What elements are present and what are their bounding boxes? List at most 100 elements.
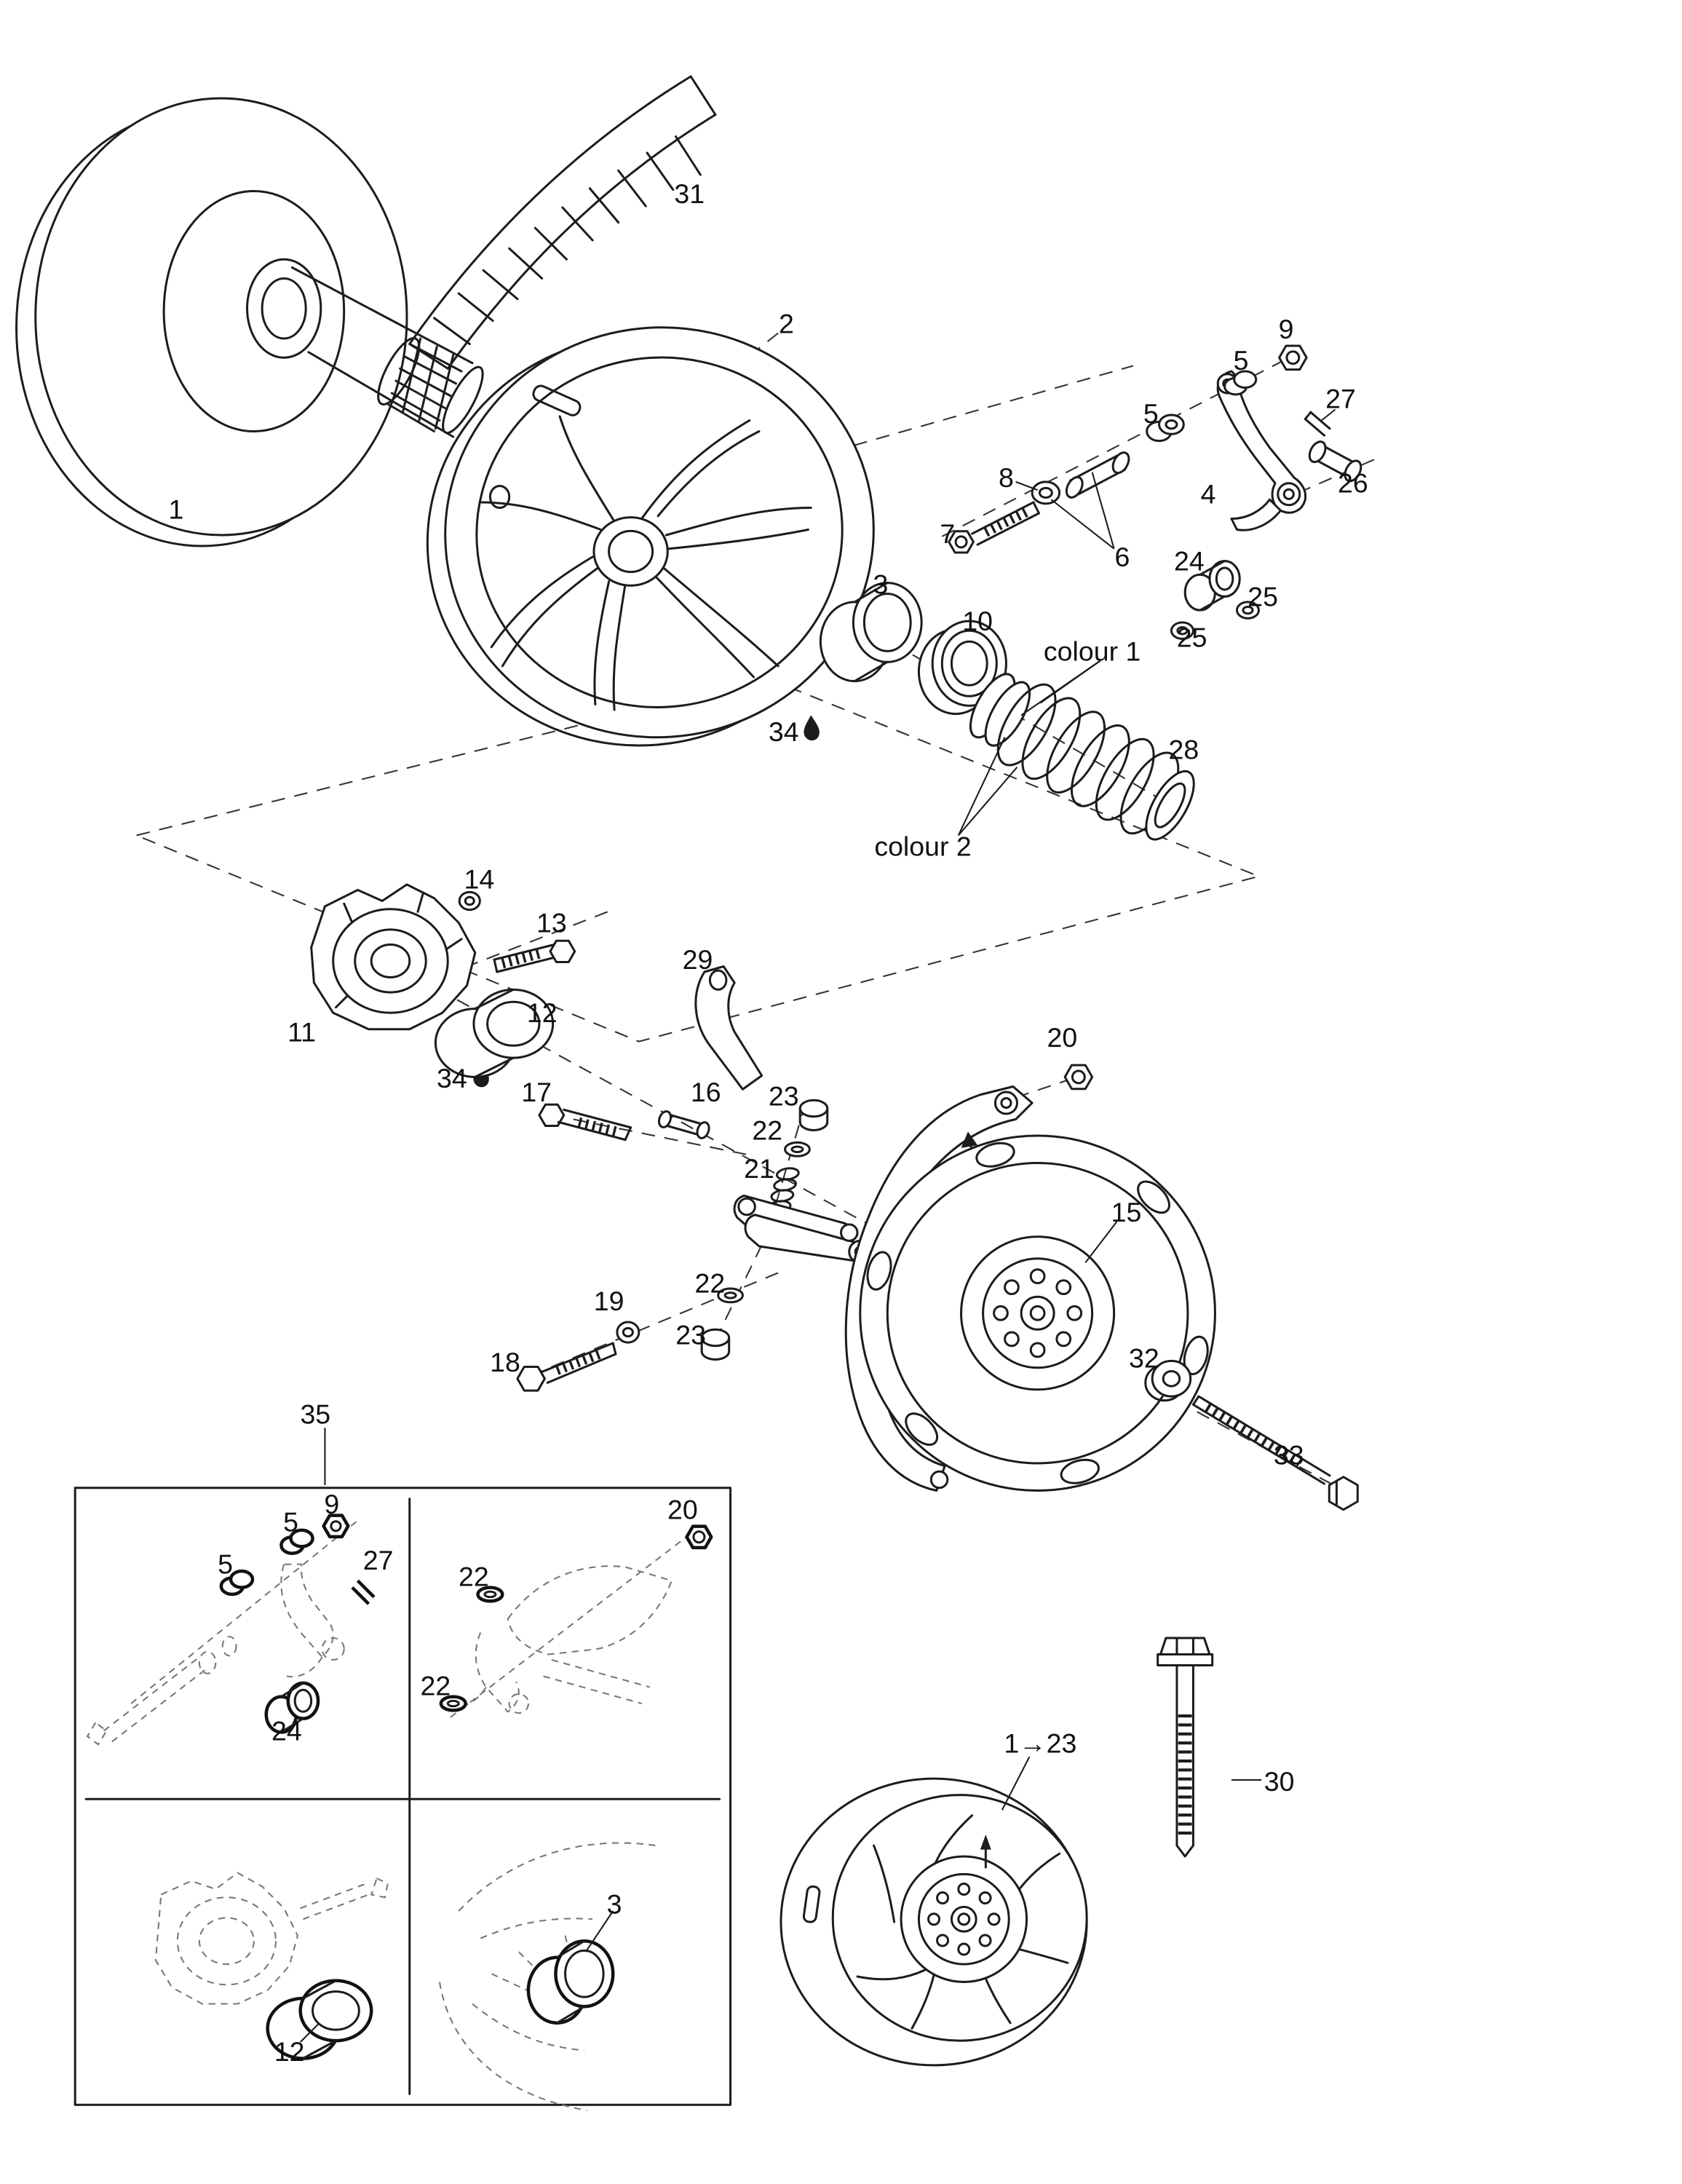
part-callout-17: 17 [521,1077,552,1107]
part-callout-4: 4 [1201,479,1216,510]
part-callout-25: 25 [1247,581,1278,612]
leader-line [1050,499,1115,550]
part-callout-26: 26 [1338,468,1368,499]
part-callout-24: 24 [1174,546,1205,577]
drive-belt-part31 [408,75,717,370]
bolt-part13 [493,939,576,973]
part-callout-31: 31 [674,178,705,209]
governor-lever-assembly-part4 [1146,344,1362,531]
part-callout-33: 33 [1274,1440,1304,1471]
part-callout-3: 3 [873,569,888,600]
part-callout-21: 21 [744,1153,774,1184]
leader-line [1091,472,1115,550]
part-callout-34: 34 [437,1063,467,1093]
leader-line [958,767,1018,836]
washer-part22-lower [717,1287,744,1304]
part-callout-11: 11 [287,1017,316,1048]
pin-part16 [657,1110,710,1139]
part-callout-18: 18 [490,1347,520,1377]
nut-part20 [1063,1064,1094,1091]
shift-lever-part29 [694,965,763,1091]
washer-part32 [1144,1359,1192,1402]
part-callout-9: 9 [1279,314,1294,344]
part-callout-35: 35 [300,1399,330,1430]
bushing-part3 [819,582,923,683]
part-callout-22: 22 [421,1671,451,1701]
washer-part14 [458,890,481,911]
bolt-part17 [538,1103,632,1142]
part-callout-13: 13 [536,908,567,938]
part-callout-6: 6 [1114,542,1130,572]
washer-part8 [1031,480,1061,505]
part-callout-22: 22 [459,1562,489,1592]
cap-part23-upper [798,1099,829,1131]
assembled-pulley-1-23 [779,1777,1088,2067]
part-callout-29: 29 [683,944,713,975]
leader-line [299,2022,320,2043]
inset-detail-box-part35 [74,1487,732,2111]
fixed-sheave-part15 [844,1085,1216,1492]
leader-line [1321,408,1336,422]
part-callout-12: 12 [274,2036,305,2067]
part-callout-5: 5 [218,1549,233,1580]
part-callout-25: 25 [1177,622,1207,653]
spider-hub-part11 [310,883,477,1031]
cap-part23-lower [700,1328,731,1361]
washer-part25-lower [1170,621,1194,640]
drive-pulley-face-part2 [426,326,875,747]
part-callout-34: 34 [769,716,799,747]
part-callout-23: 23 [769,1081,799,1112]
part-callout-1→23: 1→23 [1004,1728,1076,1758]
part-callout-2: 2 [779,308,794,339]
part-callout-15: 15 [1111,1197,1142,1227]
washer-part19 [616,1321,640,1344]
belt-teeth [433,135,702,345]
part-callout-8: 8 [999,462,1014,493]
part-callout-30: 30 [1264,1766,1295,1797]
part-callout-1: 1 [169,494,184,524]
thrust-washer-part10 [917,620,1007,716]
part-callout-20: 20 [1047,1022,1078,1053]
washer-part22-upper [784,1141,811,1158]
part-callout-colour 2: colour 2 [874,831,971,862]
part-callout-19: 19 [594,1286,624,1316]
bolt-part18 [516,1342,617,1392]
part-callout-27: 27 [1325,384,1356,414]
part-callout-28: 28 [1168,734,1199,764]
bushing-part24 [1183,560,1241,612]
pin-part27 [1304,411,1331,437]
part-callout-5: 5 [1234,345,1249,376]
spacer-sleeve-part6 [1065,451,1130,499]
part-callout-3: 3 [607,1889,622,1920]
part-callout-22: 22 [752,1115,782,1146]
leader-line [584,1910,614,1952]
part-callout-16: 16 [691,1077,721,1107]
inset-q2-pulley-arm-detail [439,1524,713,1718]
leader-line [1001,1756,1031,1811]
part-callout-22: 22 [695,1268,726,1299]
direction-arrow-icon [980,1835,991,1869]
part-callout-5: 5 [283,1507,298,1538]
part-callout-14: 14 [464,864,495,895]
washer-part25-upper [1235,601,1260,620]
part-callout-5: 5 [1143,398,1159,429]
oil-drop-icon [804,715,820,741]
part-callout-9: 9 [324,1489,339,1519]
leader-line [1015,480,1038,491]
part-callout-10: 10 [962,606,993,636]
pin-bolt-part26 [1308,440,1362,483]
bolt-part30 [1157,1637,1214,1858]
leader-line [1020,660,1101,716]
movable-sheave-part1 [15,97,484,547]
inset-q3-hub-detail [154,1872,389,2060]
part-callout-7: 7 [940,518,955,549]
inset-q1-lever-detail [86,1514,376,1746]
bolt-part33 [1191,1395,1359,1511]
leader-line [957,737,1006,836]
spacer-part5-lower [1146,414,1185,443]
pulley-spokes [479,415,812,711]
part-callout-12: 12 [527,997,558,1028]
part-callout-20: 20 [667,1495,698,1525]
